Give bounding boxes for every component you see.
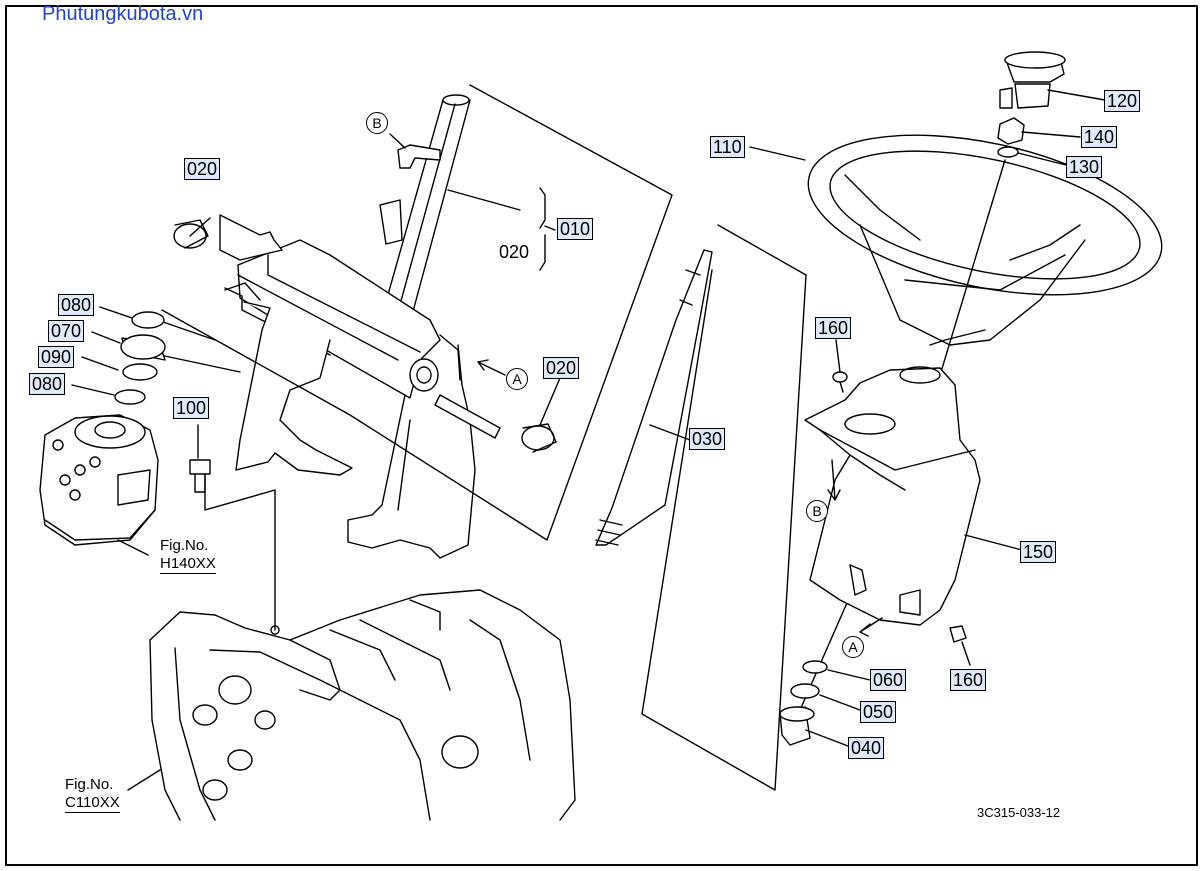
- callout-020-c: 020: [543, 357, 580, 379]
- fig-ref-label: Fig.No.: [160, 537, 209, 554]
- callout-050: 050: [860, 701, 897, 723]
- arrow-a-cover: [859, 617, 883, 637]
- view-marker-b-cover: B: [806, 500, 828, 522]
- clip-b: [379, 144, 441, 245]
- support-plate: [235, 301, 476, 559]
- washers-bottom: [779, 660, 828, 746]
- callout-070: 070: [48, 320, 85, 342]
- leader-c110: [127, 769, 161, 791]
- leader-030: [649, 424, 691, 441]
- callout-020-a: 020: [184, 158, 221, 180]
- callout-080-a: 080: [58, 294, 95, 316]
- horn-cap: [999, 51, 1066, 109]
- leader-b-clip: [389, 133, 406, 149]
- leader-h140: [117, 539, 149, 556]
- callout-040: 040: [848, 737, 885, 759]
- screw-160-top: [832, 371, 848, 393]
- bolt-100: [189, 459, 211, 493]
- steering-motor: [39, 414, 159, 546]
- leader-150: [964, 534, 1023, 551]
- transmission-housing: [149, 589, 576, 821]
- view-marker-b-column: B: [366, 112, 388, 134]
- steering-shaft: [595, 249, 713, 546]
- callout-160-a: 160: [815, 317, 852, 339]
- screw-160-bottom: [949, 625, 967, 643]
- leader-010: [447, 189, 521, 211]
- leader-frame-left: [161, 84, 673, 541]
- leader-160-top: [835, 339, 841, 373]
- callout-020-b: 020: [499, 242, 530, 262]
- leader-020-b: [539, 377, 561, 426]
- steering-column-tube: [377, 94, 471, 331]
- callout-120: 120: [1104, 90, 1141, 112]
- callout-060: 060: [870, 669, 907, 691]
- leader-frame-shaft: [641, 224, 807, 791]
- leader-wheel-top: [1017, 89, 1106, 166]
- callout-080-b: 080: [29, 373, 66, 395]
- arrow-a-column: [477, 359, 506, 376]
- view-marker-a-column: A: [506, 368, 528, 390]
- callout-030: 030: [689, 428, 726, 450]
- callout-140: 140: [1081, 126, 1118, 148]
- pivot-pins: [224, 282, 501, 439]
- leader-160-bottom: [961, 641, 971, 666]
- leader-020-a: [189, 217, 211, 237]
- arrow-b-cover: [827, 459, 841, 501]
- callout-010: 010: [557, 218, 594, 240]
- callout-160-b: 160: [950, 669, 987, 691]
- fig-ref-code: C110XX: [65, 794, 120, 813]
- nut-washer: [997, 117, 1025, 158]
- seals-and-bearing: [114, 311, 166, 405]
- leader-110: [749, 146, 806, 161]
- column-bracket: [219, 214, 441, 399]
- callout-100: 100: [173, 397, 210, 419]
- callout-130: 130: [1066, 156, 1103, 178]
- watermark: Phutungkubota.vn: [42, 3, 204, 25]
- frame-border: [5, 5, 1198, 866]
- fig-ref-code: H140XX: [160, 555, 216, 574]
- column-cover: [804, 366, 981, 626]
- fig-ref-label: Fig.No.: [65, 776, 114, 793]
- callout-090: 090: [38, 346, 75, 368]
- bracket-010: [539, 187, 556, 271]
- leader-seals: [71, 306, 133, 396]
- callout-110: 110: [710, 136, 745, 158]
- reference-code: 3C315-033-12: [977, 805, 1061, 820]
- fig-ref-h140xx: Fig.No. H140XX: [160, 537, 216, 574]
- callout-150: 150: [1020, 541, 1057, 563]
- view-marker-a-cover: A: [842, 636, 864, 658]
- fig-ref-c110xx: Fig.No. C110XX: [65, 776, 120, 813]
- leader-washers: [805, 669, 871, 747]
